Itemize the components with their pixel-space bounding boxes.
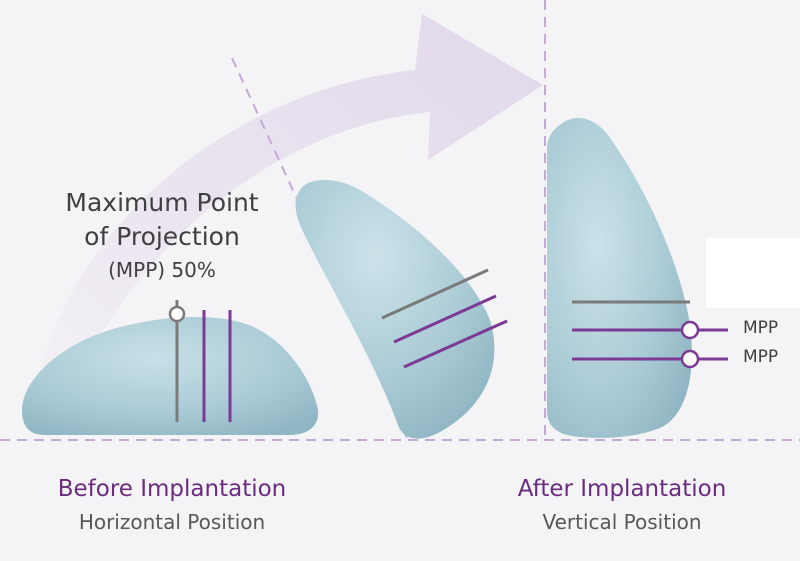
before-subtitle: Horizontal Position: [78, 510, 266, 534]
mpp-subtitle: (MPP) 50%: [108, 258, 216, 282]
purple-line-t2: [403, 319, 508, 369]
implant-tilted: [295, 179, 495, 439]
before-title: Before Implantation: [57, 476, 287, 502]
mpp-marker-vertical-top: [680, 320, 700, 340]
mpp-title-line1: Maximum Point: [65, 188, 259, 217]
mpp-marker-horizontal: [168, 305, 186, 323]
mpp-label-top: MPP: [743, 318, 779, 338]
implant-horizontal: [22, 316, 319, 435]
after-subtitle: Vertical Position: [542, 510, 702, 534]
transition-arrow: [30, 14, 543, 420]
mpp-title: Maximum Point of Projection: [62, 186, 262, 254]
mpp-title-line2: of Projection: [84, 222, 240, 251]
gray-line-tilted: [381, 268, 489, 320]
implant-vertical: [547, 117, 692, 438]
purple-line-t1: [393, 294, 497, 344]
mpp-label-bottom: MPP: [743, 347, 779, 367]
blank-panel: [706, 238, 800, 308]
mpp-marker-vertical-bottom: [680, 349, 700, 369]
after-title: After Implantation: [517, 476, 727, 502]
